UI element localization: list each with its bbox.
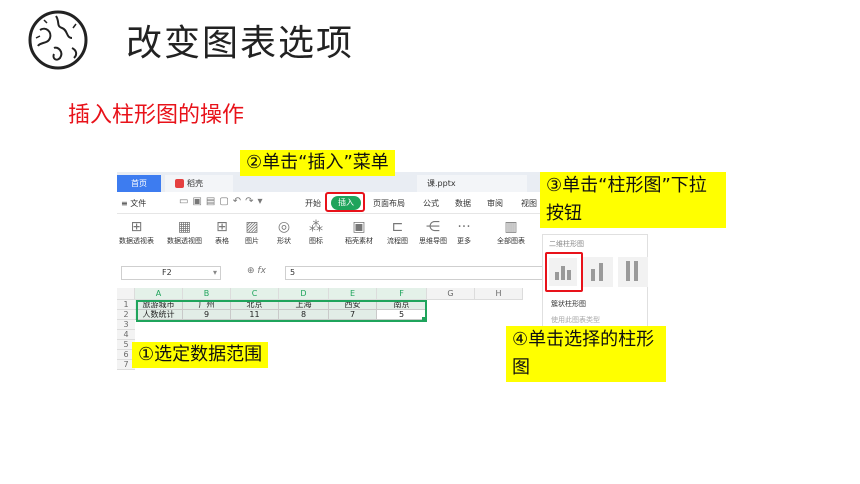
- thumb-bar: [567, 270, 571, 280]
- table-cell[interactable]: 广州: [183, 300, 231, 310]
- menu-bar: ≡ 文件 ▭▣▤▢↶↷▾ 开始 插入 页面布局 公式 数据 审阅 视图: [117, 192, 647, 214]
- icons-icon: ⁂: [309, 219, 323, 235]
- sheet-grid: A B C D E F G H 1 2 3 4 5 6 7 旅游城市 广州 北京…: [117, 288, 647, 383]
- chart-dropdown-panel: 二维柱形图 簇状柱形图 使用此图表类型: [542, 234, 648, 334]
- shape-button[interactable]: ◎形状: [277, 219, 291, 245]
- tab-pptx-file[interactable]: 课.pptx: [417, 175, 527, 192]
- chart-option-highlight: [545, 252, 583, 292]
- more-button[interactable]: ···更多: [457, 219, 471, 245]
- table-cell[interactable]: 9: [183, 310, 231, 320]
- table-cell[interactable]: 8: [279, 310, 329, 320]
- col-header[interactable]: B: [183, 288, 231, 300]
- chart-type-label: 簇状柱形图: [551, 300, 586, 308]
- flowchart-button[interactable]: ⊏流程图: [387, 219, 408, 245]
- menu-formula[interactable]: 公式: [423, 199, 439, 208]
- material-icon: ▣: [352, 219, 366, 235]
- quick-access-icons[interactable]: ▭▣▤▢↶↷▾: [179, 196, 267, 207]
- table-cell[interactable]: 11: [231, 310, 279, 320]
- slide-subtitle: 插入柱形图的操作: [68, 103, 245, 128]
- row-header[interactable]: 3: [117, 320, 135, 330]
- menu-page-layout[interactable]: 页面布局: [373, 199, 405, 208]
- tab-bar: 首页 稻壳 课.pptx: [117, 172, 647, 192]
- chevron-down-icon: ▾: [212, 268, 217, 277]
- icon-button[interactable]: ⁂图标: [309, 219, 323, 245]
- menu-start[interactable]: 开始: [305, 199, 321, 208]
- menu-data[interactable]: 数据: [455, 199, 471, 208]
- insert-highlight: [325, 192, 365, 212]
- menu-review[interactable]: 审阅: [487, 199, 503, 208]
- tab-home[interactable]: 首页: [117, 175, 161, 192]
- all-charts-button[interactable]: ▥全部图表: [497, 219, 525, 245]
- callout-step-3: ③单击“柱形图”下拉按钮: [540, 172, 726, 228]
- row-header[interactable]: 6: [117, 350, 135, 360]
- thumb-bar: [561, 266, 565, 280]
- more-icon: ···: [457, 219, 471, 235]
- table-cell[interactable]: 人数统计: [135, 310, 183, 320]
- pivot-chart-button[interactable]: ▦数据透视图: [167, 219, 202, 245]
- col-header[interactable]: G: [427, 288, 475, 300]
- col-header[interactable]: C: [231, 288, 279, 300]
- row-header[interactable]: 2: [117, 310, 135, 320]
- row-header[interactable]: 5: [117, 340, 135, 350]
- globe-icon: [28, 10, 88, 70]
- mindmap-button[interactable]: ⋲思维导图: [419, 219, 447, 245]
- docer-material-button[interactable]: ▣稻壳素材: [345, 219, 373, 245]
- table-cell[interactable]: 旅游城市: [135, 300, 183, 310]
- chart-type-hint: 使用此图表类型: [551, 316, 600, 324]
- col-header[interactable]: E: [329, 288, 377, 300]
- table-icon: ⊞: [216, 219, 228, 235]
- fx-icon[interactable]: ⊕ fx: [247, 266, 266, 276]
- docer-logo-icon: [175, 179, 184, 188]
- thumb-bar: [599, 263, 603, 281]
- stacked-column-chart-option[interactable]: [583, 257, 613, 287]
- table-cell[interactable]: 北京: [231, 300, 279, 310]
- flowchart-icon: ⊏: [391, 219, 404, 235]
- mindmap-icon: ⋲: [426, 219, 440, 235]
- clustered-column-chart-option[interactable]: [548, 257, 578, 287]
- fill-handle[interactable]: [422, 317, 427, 322]
- corner-cell[interactable]: [117, 288, 135, 300]
- menu-file[interactable]: ≡ 文件: [121, 199, 147, 208]
- callout-step-4: ④单击选择的柱形图: [506, 326, 666, 382]
- picture-button[interactable]: ▨图片: [245, 219, 259, 245]
- thumb-bar: [626, 261, 630, 281]
- menu-view[interactable]: 视图: [521, 199, 537, 208]
- selection-range: [136, 300, 427, 322]
- tab-docer[interactable]: 稻壳: [165, 175, 233, 192]
- table-cell[interactable]: 西安: [329, 300, 377, 310]
- row-header[interactable]: 7: [117, 360, 135, 370]
- col-header[interactable]: D: [279, 288, 329, 300]
- table-cell[interactable]: 7: [329, 310, 377, 320]
- pivot-table-icon: ⊞: [130, 219, 143, 235]
- picture-icon: ▨: [245, 219, 259, 235]
- menu-insert[interactable]: 插入: [331, 196, 361, 210]
- col-header[interactable]: F: [377, 288, 427, 300]
- pivot-table-button[interactable]: ⊞数据透视表: [119, 219, 154, 245]
- name-box[interactable]: F2▾: [121, 266, 221, 280]
- callout-step-1: ①选定数据范围: [132, 342, 269, 368]
- shape-icon: ◎: [277, 219, 291, 235]
- col-header[interactable]: H: [475, 288, 523, 300]
- thumb-bar: [591, 269, 595, 281]
- pivot-chart-icon: ▦: [177, 219, 192, 235]
- callout-step-2: ②单击“插入”菜单: [240, 150, 395, 176]
- row-header[interactable]: 1: [117, 300, 135, 310]
- slide-title: 改变图表选项: [126, 23, 355, 64]
- thumb-bar: [634, 261, 638, 281]
- row-header[interactable]: 4: [117, 330, 135, 340]
- table-button[interactable]: ⊞表格: [215, 219, 229, 245]
- panel-title: 二维柱形图: [549, 240, 584, 248]
- table-cell[interactable]: 上海: [279, 300, 329, 310]
- col-header[interactable]: A: [135, 288, 183, 300]
- thumb-bar: [555, 272, 559, 280]
- chart-icon: ▥: [504, 219, 518, 235]
- percent-column-chart-option[interactable]: [618, 257, 648, 287]
